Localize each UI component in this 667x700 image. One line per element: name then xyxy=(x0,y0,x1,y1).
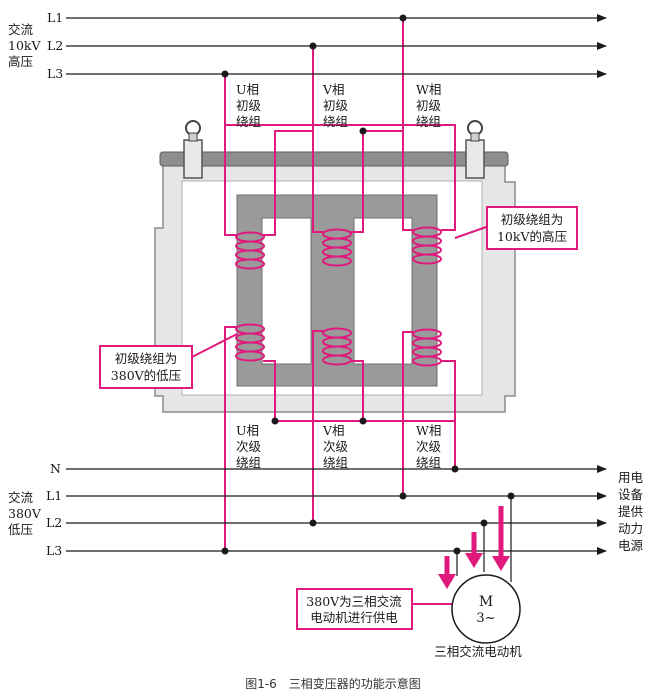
lv-line-label-l2: L2 xyxy=(46,515,62,530)
figure-caption: 图1-6 三相变压器的功能示意图 xyxy=(245,676,421,691)
lv-label-line-1: 交流 xyxy=(8,490,34,505)
motor-name: 三相交流电动机 xyxy=(434,644,522,659)
primary-w-line-3: 绕组 xyxy=(416,114,441,129)
lv-label-line-2: 380V xyxy=(8,506,42,521)
callout-hv-line-2: 10kV的高压 xyxy=(497,229,567,244)
supply-label-line-2: 设备 xyxy=(618,487,644,502)
callout-box-hv xyxy=(486,206,578,250)
supply-label-line-3: 提供 xyxy=(618,504,643,519)
secondary-v-line-2: 次级 xyxy=(323,439,349,454)
primary-v-line-2: 初级 xyxy=(323,98,349,113)
supply-label-line-5: 电源 xyxy=(618,538,644,553)
primary-u-line-3: 绕组 xyxy=(236,114,261,129)
winding-wiring xyxy=(189,18,490,605)
motor-phase: 3~ xyxy=(476,611,495,626)
lv-line-label-l3: L3 xyxy=(46,543,62,558)
callout-box-lv xyxy=(99,345,193,389)
iron-core xyxy=(236,194,438,387)
primary-delta-w xyxy=(224,18,456,231)
callout-leader-lv xyxy=(189,333,238,359)
motor-symbol: M xyxy=(479,594,493,610)
primary-v-line-3: 绕组 xyxy=(323,114,348,129)
secondary-w-phase xyxy=(402,331,414,496)
primary-v-line-1: V相 xyxy=(322,82,345,97)
hv-line-label-l2: L2 xyxy=(47,38,63,53)
hv-line-label-l1: L1 xyxy=(47,10,63,25)
secondary-v-neutral xyxy=(351,360,364,421)
lifting-ring-left xyxy=(183,120,203,179)
secondary-u-line-1: U相 xyxy=(236,423,259,438)
primary-w-line-2: 初级 xyxy=(416,98,442,113)
motor-wiring xyxy=(456,496,512,582)
bus-lines xyxy=(66,14,607,555)
coil-primary-v xyxy=(322,228,352,267)
primary-w-line-1: W相 xyxy=(416,82,441,97)
hv-label-line-3: 高压 xyxy=(8,54,33,69)
supply-label-line-4: 动力 xyxy=(618,521,643,536)
callout-motor-line-1: 380V为三相交流 xyxy=(306,594,402,609)
motor-circle xyxy=(451,574,521,644)
callout-motor-line-2: 电动机进行供电 xyxy=(310,610,398,625)
lv-line-label-l1: L1 xyxy=(46,488,62,503)
lv-line-label-n: N xyxy=(50,461,61,476)
hv-label-line-1: 交流 xyxy=(8,22,34,37)
secondary-v-phase xyxy=(312,330,324,523)
coil-secondary-u xyxy=(235,323,265,362)
secondary-w-line-1: W相 xyxy=(416,423,441,438)
lifting-ring-right xyxy=(465,120,485,179)
callout-box-motor xyxy=(296,588,413,630)
coils xyxy=(235,226,442,367)
callout-lv-line-1: 初级绕组为 xyxy=(115,351,178,366)
secondary-v-line-1: V相 xyxy=(322,423,345,438)
coil-secondary-v xyxy=(322,327,352,366)
secondary-w-line-2: 次级 xyxy=(416,439,442,454)
hv-line-label-l3: L3 xyxy=(47,66,63,81)
coil-primary-u xyxy=(235,231,265,270)
secondary-w-line-3: 绕组 xyxy=(416,455,441,470)
primary-u-line-1: U相 xyxy=(236,82,259,97)
callout-leader-hv xyxy=(454,225,490,239)
primary-delta-u xyxy=(224,74,313,236)
hv-label-line-2: 10kV xyxy=(8,38,41,53)
supply-arrows xyxy=(438,506,510,589)
secondary-u-phase xyxy=(224,326,237,551)
primary-u-line-2: 初级 xyxy=(236,98,262,113)
supply-label-line-1: 用电 xyxy=(618,470,644,485)
callout-lv-line-2: 380V的低压 xyxy=(111,368,181,383)
primary-delta-v xyxy=(312,46,403,233)
lv-label-line-3: 低压 xyxy=(8,522,33,537)
coil-primary-w xyxy=(412,226,442,265)
secondary-u-line-3: 绕组 xyxy=(236,455,261,470)
secondary-v-line-3: 绕组 xyxy=(323,455,348,470)
secondary-u-line-2: 次级 xyxy=(236,439,262,454)
callout-hv-line-1: 初级绕组为 xyxy=(501,212,564,227)
secondary-w-neutral xyxy=(441,360,456,469)
